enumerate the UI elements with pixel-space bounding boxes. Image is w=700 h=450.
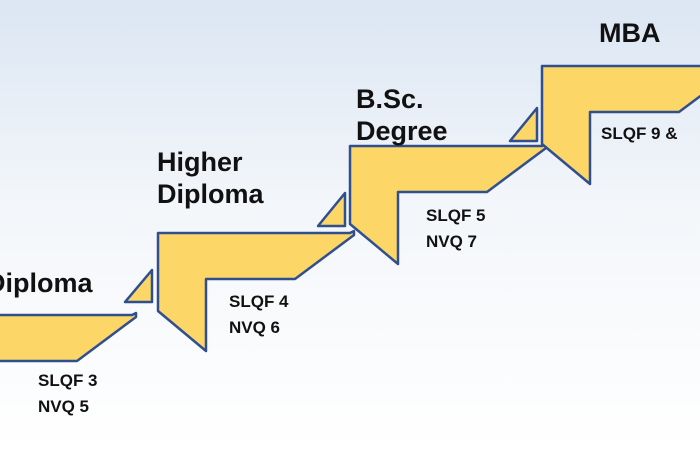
- stair-step-1: [0, 311, 138, 363]
- step-2-codes: SLQF 4 NVQ 6: [229, 292, 289, 338]
- step-3-title: B.Sc. Degree: [356, 84, 448, 146]
- step-1-codes: SLQF 3 NVQ 5: [38, 371, 98, 417]
- stair-step-2: [156, 229, 356, 353]
- step-3-codes: SLQF 5 NVQ 7: [426, 206, 486, 252]
- step-4-title: MBA: [599, 18, 661, 48]
- riser-triangle-1: [123, 268, 154, 304]
- stair-step-4: [540, 64, 700, 186]
- riser-triangle-2: [316, 191, 347, 228]
- step-2-title: Higher Diploma: [157, 147, 264, 209]
- step-4-codes: SLQF 9 &: [601, 124, 678, 143]
- riser-triangle-3: [508, 106, 539, 143]
- step-1-title: Diploma: [0, 268, 93, 298]
